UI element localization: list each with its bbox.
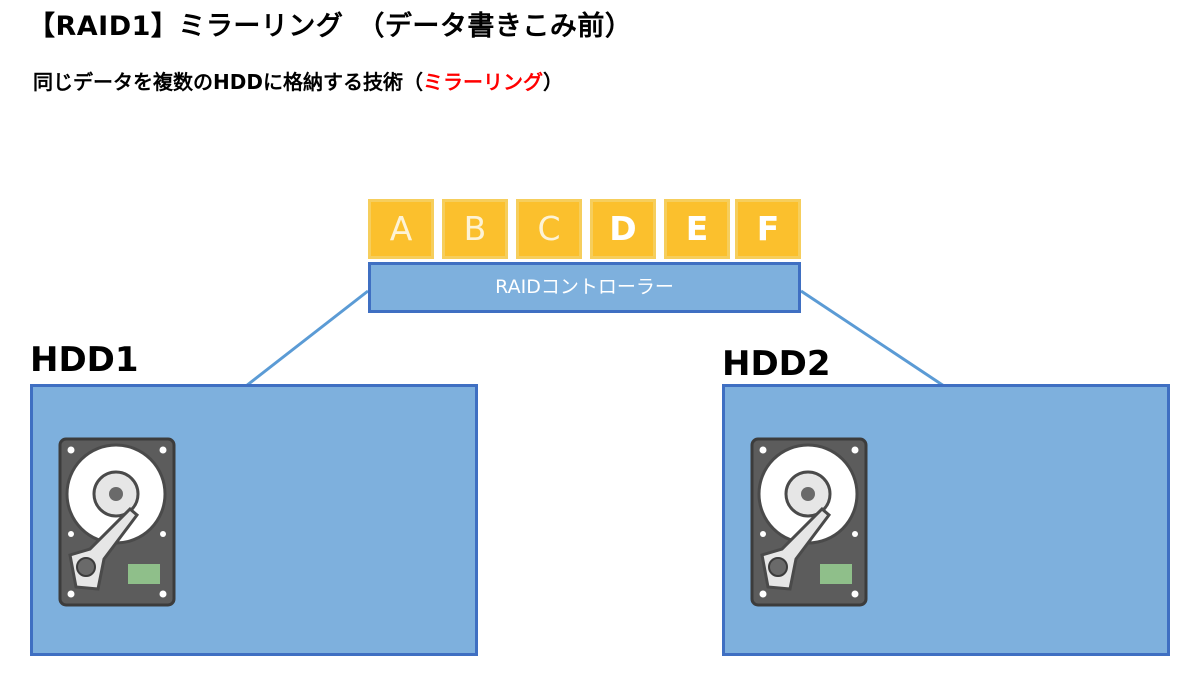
hard-disk-drive-icon [750,437,868,607]
raid-controller: RAIDコントローラー [368,262,801,313]
data-block-d: D [590,199,656,259]
mirroring-highlight: ミラーリング [422,70,543,94]
page-subtitle: 同じデータを複数のHDDに格納する技術（ミラーリング） [33,66,563,95]
data-block-a: A [368,199,434,259]
hdd2-box [722,384,1170,656]
data-block-e: E [664,199,730,259]
hdd1-label: HDD1 [30,340,139,380]
subtitle-close: ） [542,70,563,94]
link-hdd2 [800,289,945,388]
hdd1-box [30,384,478,656]
link-hdd1 [245,289,369,388]
hard-disk-drive-icon [58,437,176,607]
subtitle-text: 同じデータを複数のHDDに格納する技術（ [33,70,423,94]
page-title: 【RAID1】ミラーリング （データ書きこみ前） [28,11,633,42]
hdd2-label: HDD2 [722,344,831,384]
data-block-c: C [516,199,582,259]
data-block-f: F [735,199,801,259]
data-block-b: B [442,199,508,259]
